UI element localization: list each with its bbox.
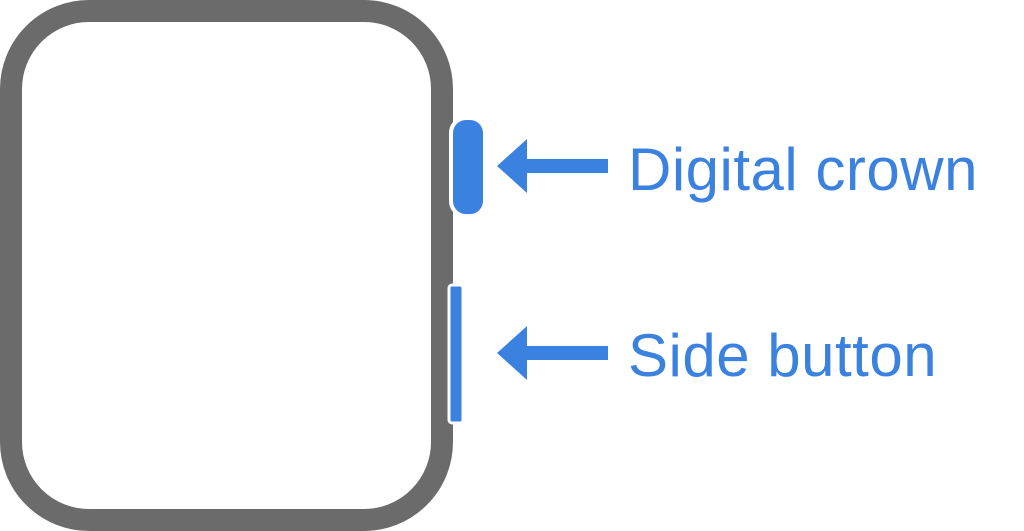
crown-arrow-icon — [497, 139, 608, 193]
digital-crown — [449, 116, 487, 218]
watch-case-outline — [0, 0, 453, 531]
side-button-label: Side button — [628, 322, 937, 389]
side-button-arrow-icon — [497, 326, 608, 380]
side-button — [447, 283, 465, 425]
digital-crown-label: Digital crown — [628, 136, 978, 203]
